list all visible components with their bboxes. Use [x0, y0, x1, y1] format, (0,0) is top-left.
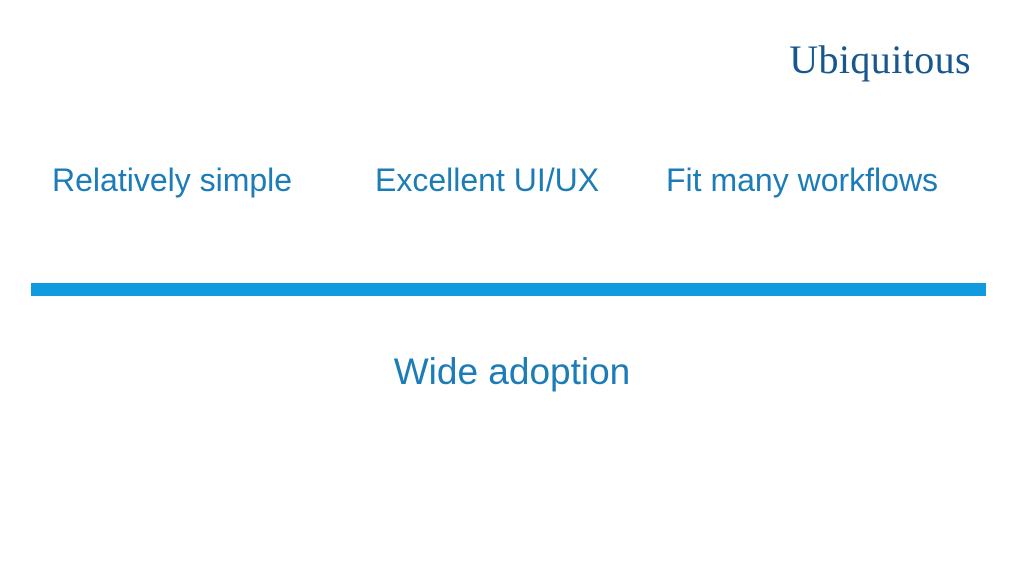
benefit-item-relatively-simple: Relatively simple	[52, 162, 293, 198]
page-title: Ubiquitous	[789, 37, 971, 82]
horizontal-divider-bar	[31, 283, 986, 296]
summary-label-wide-adoption: Wide adoption	[393, 351, 631, 392]
empty-content-area	[0, 400, 1024, 576]
benefit-list: Relatively simple Excellent UI/UX Fit ma…	[0, 160, 1024, 204]
benefit-item-fit-many-workflows: Fit many workflows	[666, 162, 939, 198]
benefit-item-excellent-ui-ux: Excellent UI/UX	[375, 162, 600, 198]
